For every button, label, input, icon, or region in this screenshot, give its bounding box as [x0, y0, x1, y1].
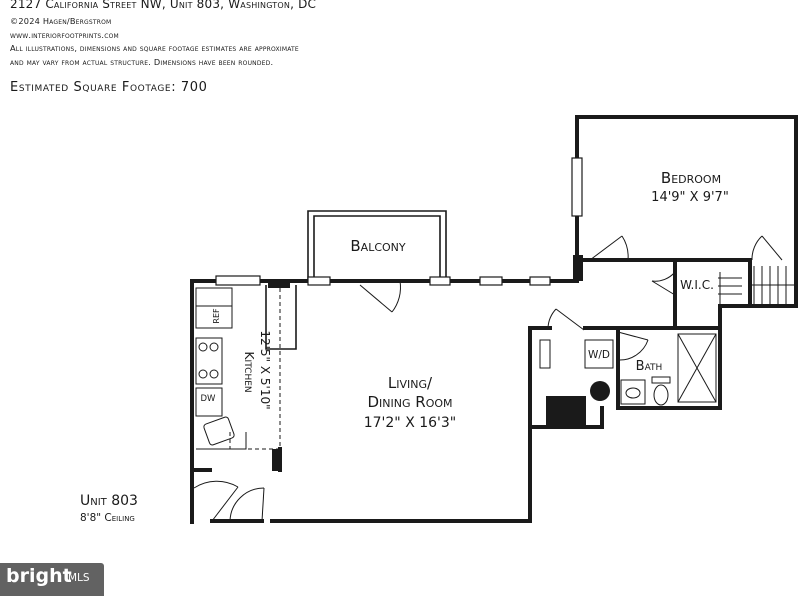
closet-shelving: [718, 266, 794, 304]
square-footage-label: Estimated Square Footage: 700: [10, 80, 208, 95]
living-label-line2: Dining Room: [367, 393, 452, 411]
copyright-line: ©2024 Hagen/Bergstrom: [10, 16, 112, 26]
kitchen-fixtures: [195, 285, 297, 450]
disclaimer-line-1: All illustrations, dimensions and square…: [10, 43, 299, 53]
bath-label: Bath: [636, 359, 663, 374]
washer-dryer-label: W/D: [588, 349, 610, 361]
door-swings: [193, 235, 783, 522]
wic-label: W.I.C.: [680, 278, 714, 292]
address-header: 2127 California Street NW, Unit 803, Was…: [10, 0, 317, 11]
balcony-outline: [307, 210, 447, 281]
living-label-line1: Living/: [388, 374, 433, 392]
mls-logo-text: MLS: [68, 572, 90, 584]
bedroom-dimensions: 14'9" X 9'7": [651, 190, 729, 205]
bath-fixtures: [539, 333, 717, 426]
exterior-walls: [190, 115, 798, 524]
bedroom-label: Bedroom: [661, 169, 721, 187]
dishwasher-label: DW: [201, 394, 217, 404]
kitchen-dimensions: 12'5" X 5'10": [258, 330, 272, 409]
bright-logo-text: bright: [6, 565, 72, 587]
website-line: www.interiorfootprints.com: [10, 30, 119, 40]
refrigerator-label: REF: [212, 308, 221, 324]
ceiling-height-label: 8'8" Ceiling: [80, 512, 135, 524]
bright-mls-watermark: bright MLS: [0, 563, 104, 596]
unit-label: Unit 803: [80, 493, 138, 509]
structural-columns: [268, 255, 583, 471]
balcony-label: Balcony: [350, 237, 406, 255]
kitchen-label: Kitchen: [242, 351, 257, 392]
windows: [215, 157, 583, 286]
living-dimensions: 17'2" X 16'3": [364, 415, 457, 431]
disclaimer-line-2: and may vary from actual structure. Dime…: [10, 57, 274, 67]
